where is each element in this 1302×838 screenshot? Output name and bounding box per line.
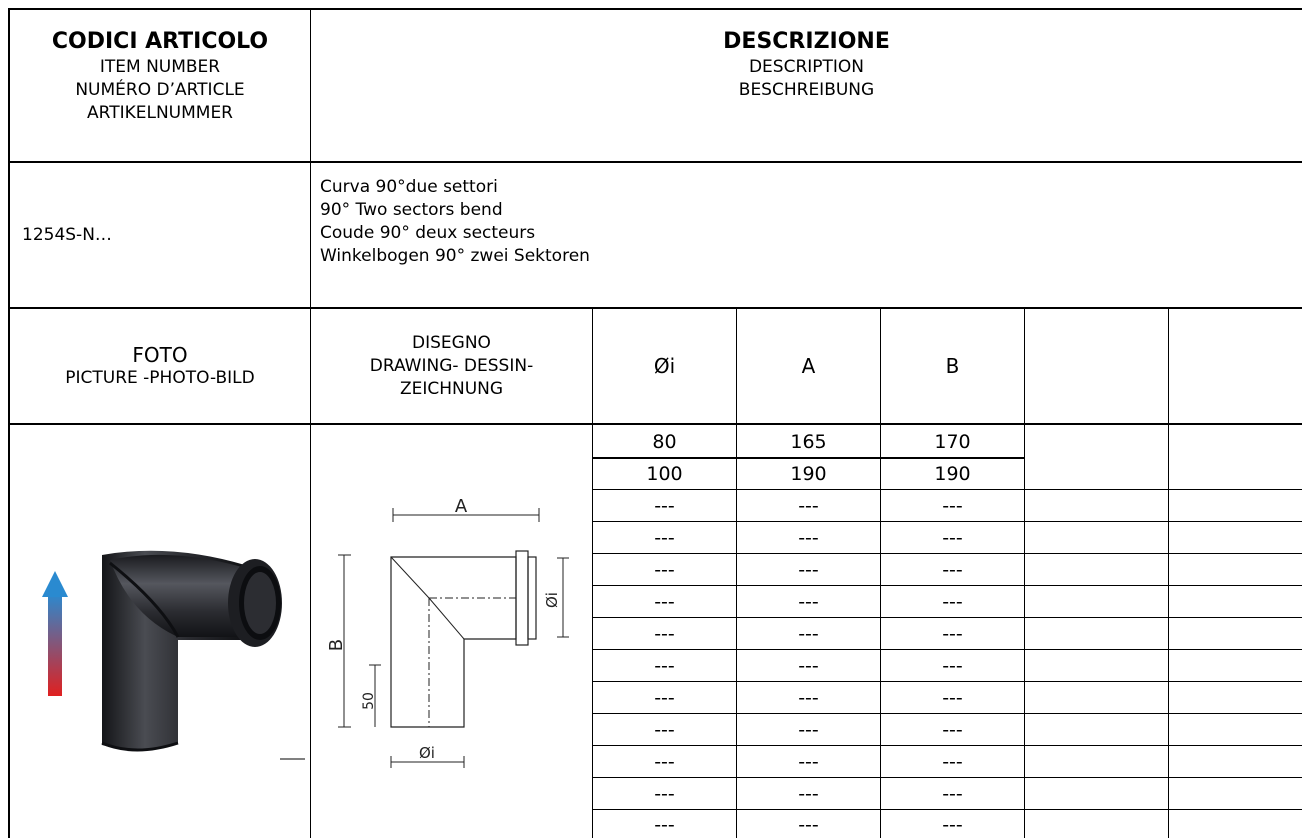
cell-di: --- bbox=[654, 623, 675, 645]
cell-b: --- bbox=[942, 687, 963, 709]
cell-a: --- bbox=[798, 655, 819, 677]
description-line-1: Curva 90°due settori bbox=[320, 177, 498, 197]
col-header-b: B bbox=[945, 354, 960, 378]
item-description-cell: Curva 90°due settori 90° Two sectors ben… bbox=[320, 176, 1280, 296]
cell-a: --- bbox=[798, 687, 819, 709]
col-header-a: A bbox=[801, 354, 816, 378]
col-header-empty-2 bbox=[1169, 309, 1302, 423]
foto-title: FOTO bbox=[132, 342, 188, 367]
cell-a: --- bbox=[798, 495, 819, 517]
description-sub-2: BESCHREIBUNG bbox=[738, 80, 875, 100]
technical-drawing: A B 50 Øi Øi bbox=[326, 496, 569, 768]
codes-sub-2: NUMÉRO D’ARTICLE bbox=[75, 80, 245, 100]
cell-di: --- bbox=[654, 559, 675, 581]
cell-b: --- bbox=[942, 559, 963, 581]
elbow-pipe-image bbox=[101, 550, 282, 752]
description-title: DESCRIZIONE bbox=[723, 29, 890, 54]
product-photo bbox=[42, 550, 305, 760]
cell-b: --- bbox=[942, 623, 963, 645]
cell-di: 100 bbox=[646, 463, 683, 485]
cell-a: --- bbox=[798, 623, 819, 645]
divider-h-2 bbox=[8, 307, 1302, 309]
cell-a: --- bbox=[798, 591, 819, 613]
dim-label-di-right: Øi bbox=[543, 592, 561, 608]
divider-v-c2 bbox=[880, 308, 881, 838]
cell-b: --- bbox=[942, 751, 963, 773]
cell-di: 80 bbox=[652, 431, 677, 453]
cell-di: --- bbox=[654, 814, 675, 836]
codes-header: CODICI ARTICOLO ITEM NUMBER NUMÉRO D’ART… bbox=[10, 28, 310, 158]
divider-v-main bbox=[310, 8, 311, 424]
dim-label-50: 50 bbox=[361, 692, 377, 710]
cell-a: --- bbox=[798, 751, 819, 773]
cell-b: --- bbox=[942, 591, 963, 613]
foto-header: FOTO PICTURE -PHOTO-BILD bbox=[10, 309, 310, 423]
cell-di: --- bbox=[654, 495, 675, 517]
codes-sub-3: ARTIKELNUMMER bbox=[86, 103, 233, 123]
drawing-title: DISEGNO bbox=[412, 332, 491, 353]
cell-b: --- bbox=[942, 814, 963, 836]
description-header: DESCRIZIONE DESCRIPTION BESCHREIBUNG bbox=[311, 28, 1302, 128]
drawing-sub-1: DRAWING- DESSIN- bbox=[369, 355, 534, 376]
description-sub-1: DESCRIPTION bbox=[748, 57, 865, 77]
cell-b: 170 bbox=[934, 431, 971, 453]
cell-a: --- bbox=[798, 527, 819, 549]
item-code-cell: 1254S-N… bbox=[22, 163, 308, 307]
cell-di: --- bbox=[654, 751, 675, 773]
up-arrow-icon bbox=[42, 571, 68, 696]
description-line-4: Winkelbogen 90° zwei Sektoren bbox=[320, 246, 590, 266]
divider-h-3 bbox=[8, 423, 1302, 425]
cell-di: --- bbox=[654, 591, 675, 613]
cell-di: --- bbox=[654, 687, 675, 709]
cell-b: --- bbox=[942, 655, 963, 677]
description-line-2: 90° Two sectors bend bbox=[320, 200, 503, 220]
dim-label-b: B bbox=[326, 639, 347, 651]
cell-a: --- bbox=[798, 719, 819, 741]
border-top bbox=[8, 8, 1302, 10]
col-header-di: Øi bbox=[653, 354, 676, 378]
cell-a: 165 bbox=[790, 431, 827, 453]
cell-a: --- bbox=[798, 814, 819, 836]
cell-b: --- bbox=[942, 495, 963, 517]
cell-b: --- bbox=[942, 719, 963, 741]
divider-v-draw bbox=[592, 308, 593, 838]
dim-label-di-bottom: Øi bbox=[419, 744, 435, 762]
item-code: 1254S-N… bbox=[22, 224, 112, 245]
foto-sub: PICTURE -PHOTO-BILD bbox=[65, 367, 255, 388]
cell-di: --- bbox=[654, 719, 675, 741]
col-header-empty-1 bbox=[1025, 309, 1168, 423]
codes-sub-1: ITEM NUMBER bbox=[99, 57, 221, 77]
cell-a: --- bbox=[798, 783, 819, 805]
dim-label-a: A bbox=[455, 496, 468, 517]
divider-v-c1 bbox=[736, 308, 737, 838]
divider-h-1 bbox=[8, 161, 1302, 163]
cell-di: --- bbox=[654, 783, 675, 805]
divider-v-c3 bbox=[1024, 308, 1025, 838]
description-line-3: Coude 90° deux secteurs bbox=[320, 223, 536, 243]
cell-b: --- bbox=[942, 783, 963, 805]
cell-b: 190 bbox=[934, 463, 971, 485]
cell-di: --- bbox=[654, 527, 675, 549]
cell-a: 190 bbox=[790, 463, 827, 485]
drawing-header: DISEGNO DRAWING- DESSIN- ZEICHNUNG bbox=[311, 309, 592, 423]
cell-b: --- bbox=[942, 527, 963, 549]
divider-v-foto bbox=[310, 423, 311, 838]
cell-a: --- bbox=[798, 559, 819, 581]
drawing-sub-2: ZEICHNUNG bbox=[399, 378, 504, 399]
divider-v-c4 bbox=[1168, 308, 1169, 838]
cell-di: --- bbox=[654, 655, 675, 677]
codes-title: CODICI ARTICOLO bbox=[51, 29, 269, 54]
